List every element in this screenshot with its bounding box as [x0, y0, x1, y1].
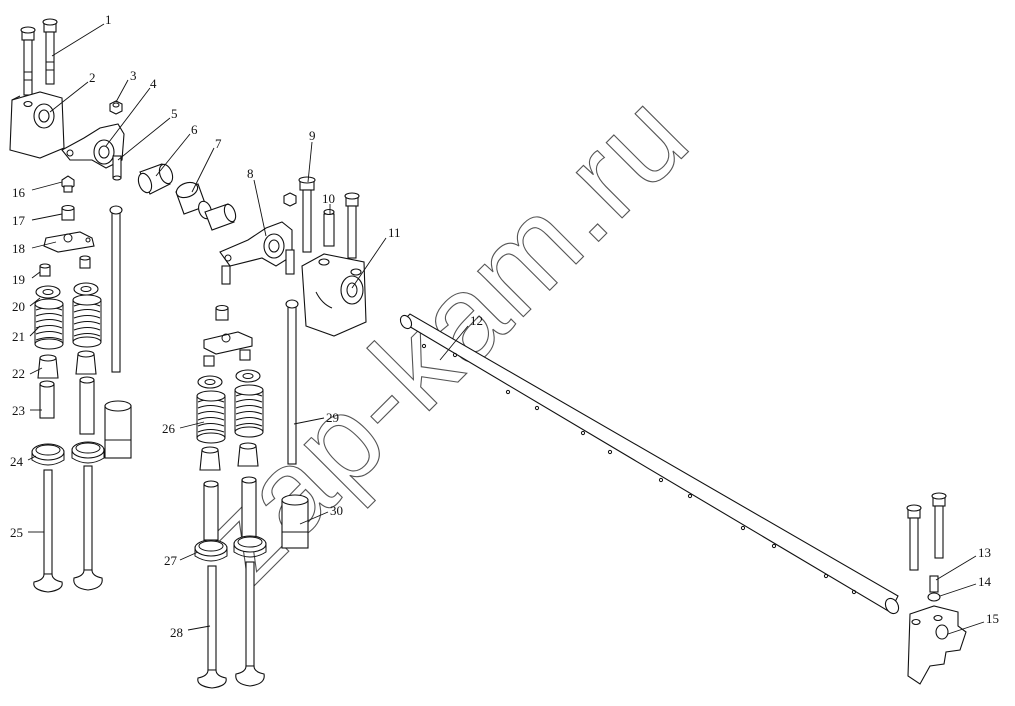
callout-18: 18: [12, 241, 25, 256]
part-7-bushing: [175, 181, 237, 231]
callout-12: 12: [470, 313, 483, 328]
part-28-valves: [197, 561, 265, 689]
part-11-bracket: [301, 253, 367, 337]
callout-26: 26: [162, 421, 176, 436]
callout-3: 3: [130, 68, 137, 83]
part-20-spring-seats: [35, 282, 99, 299]
callout-24: 24: [10, 454, 24, 469]
callout-16: 16: [12, 185, 26, 200]
callout-17: 17: [12, 213, 26, 228]
part-27-guides-rings: [194, 476, 267, 562]
part-24-seat-rings: [31, 441, 105, 466]
callout-23: 23: [12, 403, 25, 418]
callout-labels: 1 2 3 4 5 6 7 8 9 10 11 12 13 14 15 16 1…: [10, 12, 999, 640]
part-26-springs: [196, 369, 264, 471]
part-5-screw: [112, 155, 122, 181]
part-17-cap: [61, 204, 75, 221]
callout-15: 15: [986, 611, 999, 626]
liner-left: [104, 400, 132, 459]
callout-27: 27: [164, 553, 178, 568]
callout-19: 19: [12, 272, 25, 287]
middle-bridge: [203, 304, 253, 367]
callout-8: 8: [247, 166, 254, 181]
callout-4: 4: [150, 76, 157, 91]
part-23-guides: [39, 376, 95, 435]
callout-1: 1: [105, 12, 112, 27]
part-4-rocker-arm: [61, 123, 125, 169]
part-2-bracket: [9, 91, 65, 159]
pushrod-left: [109, 205, 123, 373]
callout-10: 10: [322, 191, 335, 206]
part-13-bolts: [906, 492, 947, 593]
part-29-pushrod: [285, 299, 299, 465]
callout-11: 11: [388, 225, 401, 240]
callout-9: 9: [309, 128, 316, 143]
callout-20: 20: [12, 299, 25, 314]
leader-lines: [27, 23, 985, 635]
part-22-seals: [37, 350, 97, 379]
part-18-bridge: [43, 231, 95, 253]
part-16-fitting: [61, 175, 75, 193]
callout-28: 28: [170, 625, 183, 640]
part-3-nut: [109, 100, 123, 115]
callout-29: 29: [326, 410, 339, 425]
callout-14: 14: [978, 574, 992, 589]
callout-5: 5: [171, 106, 178, 121]
part-14-washer: [927, 592, 941, 602]
callout-22: 22: [12, 366, 25, 381]
part-1-bolts: [20, 18, 58, 96]
part-10-bolts: [323, 192, 360, 259]
part-9-bolt: [298, 176, 316, 253]
callout-13: 13: [978, 545, 991, 560]
callout-2: 2: [89, 70, 96, 85]
callout-7: 7: [215, 136, 222, 151]
callout-6: 6: [191, 122, 198, 137]
callout-25: 25: [10, 525, 23, 540]
part-30-liner: [281, 494, 309, 549]
part-8-rocker-arm: [219, 192, 297, 285]
part-21-springs: [34, 294, 102, 350]
callout-30: 30: [330, 503, 343, 518]
callout-21: 21: [12, 329, 25, 344]
part-25-valves: [33, 465, 103, 593]
part-15-bracket: [907, 605, 967, 685]
part-12-rocker-shaft: [399, 313, 900, 615]
part-19-caps: [39, 255, 91, 277]
part-6-bushing: [137, 163, 174, 195]
